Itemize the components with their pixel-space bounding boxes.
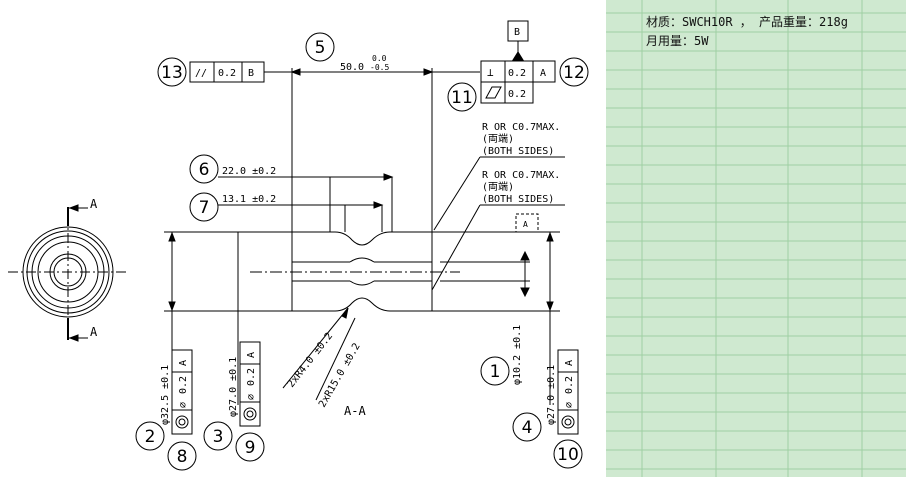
- balloon-2-number: 2: [145, 427, 156, 447]
- balloon-10: [553, 439, 583, 469]
- spreadsheet-grid: [606, 0, 906, 477]
- dim-13-value: 13.1 ±0.2: [222, 194, 276, 205]
- fcf10-value: 0.2: [564, 376, 575, 394]
- note1-line1: R OR C0.7MAX.: [482, 122, 560, 133]
- fcf-position-9: [239, 341, 261, 427]
- balloon-6: [189, 154, 219, 184]
- balloon-4: [512, 412, 542, 442]
- fcf-parallelism: [189, 61, 265, 83]
- dim-13: [218, 201, 384, 232]
- note2-line1: R OR C0.7MAX.: [482, 170, 560, 181]
- balloon-4-number: 4: [522, 418, 533, 438]
- dim-length: [264, 68, 480, 232]
- view-label: A-A: [344, 404, 366, 418]
- section-view: [164, 156, 565, 405]
- note2-line3: (BOTH SIDES): [482, 194, 554, 205]
- fcf12-symbol: ⊥: [487, 66, 494, 79]
- fcf11-value: 0.2: [508, 89, 526, 100]
- fcf13-value: 0.2: [218, 68, 236, 79]
- fcf-position-8: [171, 349, 193, 435]
- fcf9-datum: A: [246, 352, 257, 358]
- length-tol-upper: 0.0: [372, 54, 387, 63]
- dim-d4: φ27.0 ±0.1: [546, 365, 557, 425]
- fcf9-symbol: ⌀: [246, 394, 257, 400]
- balloon-2: [135, 421, 165, 451]
- technical-drawing: A A A-A 50.0 0.0 -0.5 22.0 ±0.2 13.1 ±0.…: [8, 20, 589, 471]
- length-tol-lower: -0.5: [370, 63, 389, 72]
- fcf-position-10: [557, 349, 579, 435]
- fcf12-datum: A: [540, 68, 546, 79]
- datum-b-letter: B: [514, 27, 520, 38]
- balloon-6-number: 6: [199, 160, 210, 180]
- monthly-usage-note[interactable]: 月用量：5W: [646, 34, 709, 48]
- balloon-9: [235, 432, 265, 462]
- balloon-12: [559, 57, 589, 87]
- fcf10-datum: A: [564, 360, 575, 366]
- balloon-11-number: 11: [451, 88, 473, 108]
- dim-d2: φ32.5 ±0.1: [160, 365, 171, 425]
- fcf8-value: 0.2: [178, 376, 189, 394]
- spreadsheet-panel[interactable]: 材质：SWCH10R ， 产品重量：218g 月用量：5W: [606, 0, 906, 477]
- balloon-12-number: 12: [563, 63, 585, 83]
- fcf12-value: 0.2: [508, 68, 526, 79]
- dim-d3: φ27.0 ±0.1: [228, 357, 239, 417]
- fcf8-symbol: ⌀: [178, 402, 189, 408]
- dim-22-value: 22.0 ±0.2: [222, 166, 276, 177]
- balloon-13: [157, 57, 187, 87]
- drawing-canvas: A A A-A 50.0 0.0 -0.5 22.0 ±0.2 13.1 ±0.…: [8, 20, 589, 471]
- dim-d1: φ10.2 ±0.1: [512, 325, 523, 385]
- balloon-8: [167, 441, 197, 471]
- end-view: [8, 204, 128, 342]
- balloon-5-number: 5: [315, 38, 326, 58]
- balloon-8-number: 8: [177, 447, 188, 467]
- datum-a-letter: A: [523, 220, 528, 229]
- balloon-1-number: 1: [490, 362, 501, 382]
- fcf8-datum: A: [178, 360, 189, 366]
- section-marker-bottom: A: [90, 325, 98, 339]
- balloon-3-number: 3: [213, 427, 224, 447]
- radius-r4: 2xR4.0 ±0.2: [286, 331, 335, 390]
- length-value: 50.0: [340, 62, 364, 73]
- balloon-3: [203, 421, 233, 451]
- datum-b-box: [507, 20, 529, 61]
- balloon-10-number: 10: [557, 445, 579, 465]
- fcf10-symbol: ⌀: [564, 402, 575, 408]
- balloon-1: [480, 356, 510, 386]
- section-marker-top: A: [90, 197, 98, 211]
- balloon-5: [305, 32, 335, 62]
- fcf13-symbol: //: [195, 68, 207, 79]
- note1-line3: (BOTH SIDES): [482, 146, 554, 157]
- note2-line2: (両端): [482, 180, 514, 193]
- balloon-7: [189, 192, 219, 222]
- fcf13-datum: B: [248, 68, 254, 79]
- balloon-13-number: 13: [161, 63, 183, 83]
- note1-line2: (両端): [482, 132, 514, 145]
- fcf9-value: 0.2: [246, 368, 257, 386]
- balloon-9-number: 9: [245, 438, 256, 458]
- balloon-7-number: 7: [199, 198, 210, 218]
- material-note[interactable]: 材质：SWCH10R ， 产品重量：218g: [646, 15, 848, 29]
- fcf-perpendicularity: [480, 60, 556, 104]
- balloon-11: [447, 82, 477, 112]
